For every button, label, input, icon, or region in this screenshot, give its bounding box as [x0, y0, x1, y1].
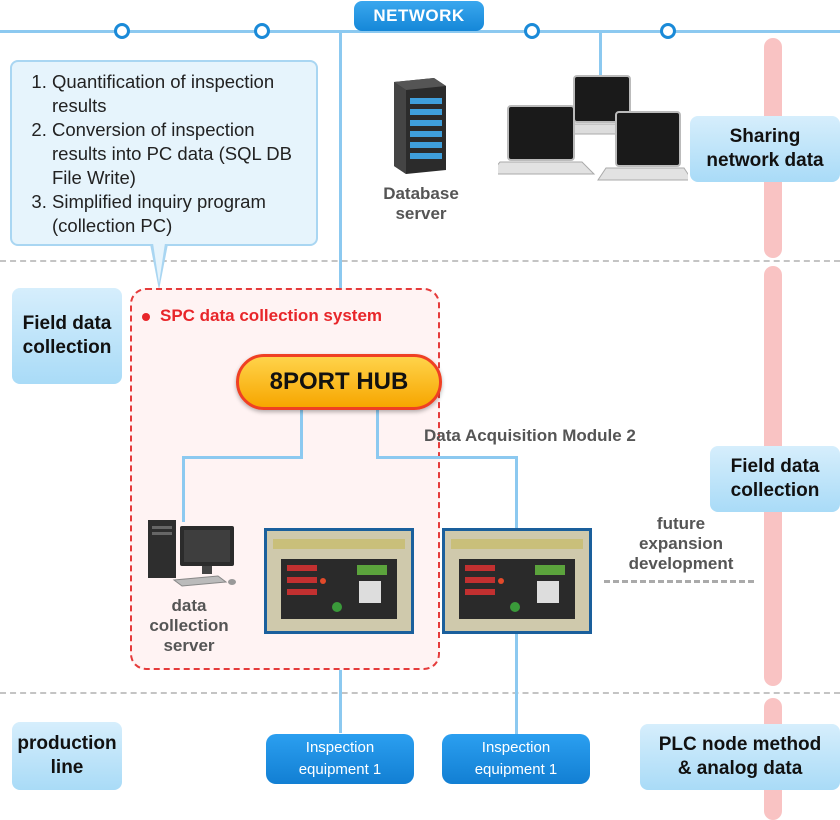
field-data-collection-left-label: Field data collection [12, 288, 122, 384]
inspection-equipment-button[interactable]: Inspection equipment 1 [266, 734, 414, 784]
network-node [660, 23, 676, 39]
separator-top [0, 260, 840, 262]
features-callout: Quantification of inspection results Con… [10, 60, 318, 246]
features-list: Quantification of inspection results Con… [12, 62, 316, 238]
inspection-equipment-button[interactable]: Inspection equipment 1 [442, 734, 590, 784]
device-panel-icon [267, 531, 411, 631]
network-node [254, 23, 270, 39]
network-badge: NETWORK [354, 1, 484, 31]
inspection-device-2 [442, 528, 592, 634]
future-expansion-dash [604, 580, 754, 583]
sharing-network-data-label: Sharing network data [690, 116, 840, 182]
separator-bottom [0, 692, 840, 694]
inspection-device-1 [264, 528, 414, 634]
plc-node-label: PLC node method & analog data [640, 724, 840, 790]
future-expansion-label: future expansion development [628, 514, 734, 573]
feature-item: Quantification of inspection results [52, 70, 306, 118]
network-line [0, 30, 840, 33]
module-label: Data Acquisition Module 2 [424, 426, 636, 445]
spc-system-title: SPC data collection system [160, 306, 383, 325]
collection-server-label: data collection server [149, 596, 229, 655]
network-node [524, 23, 540, 39]
feature-item: Simplified inquiry program (collection P… [52, 190, 306, 238]
laptops-icon [498, 75, 688, 181]
hub-line-to-device2 [376, 456, 518, 459]
database-server-label: Database server [383, 184, 459, 223]
hub-8port: 8PORT HUB [236, 354, 442, 410]
hub-line-to-server [182, 456, 303, 459]
server-drop [182, 456, 185, 522]
network-drop-to-laptops [599, 33, 602, 83]
field-data-collection-right-label: Field data collection [710, 446, 840, 512]
feature-item: Conversion of inspection results into PC… [52, 118, 306, 190]
callout-pointer-fill [153, 243, 165, 283]
production-line-label: production line [12, 722, 122, 790]
bullet-dot [142, 313, 150, 321]
collection-server-pc-icon [148, 520, 236, 587]
hub-line-left [300, 408, 303, 458]
database-server-icon [394, 78, 446, 174]
hub-line-right [376, 408, 379, 458]
device-panel-icon [445, 531, 589, 631]
network-node [114, 23, 130, 39]
